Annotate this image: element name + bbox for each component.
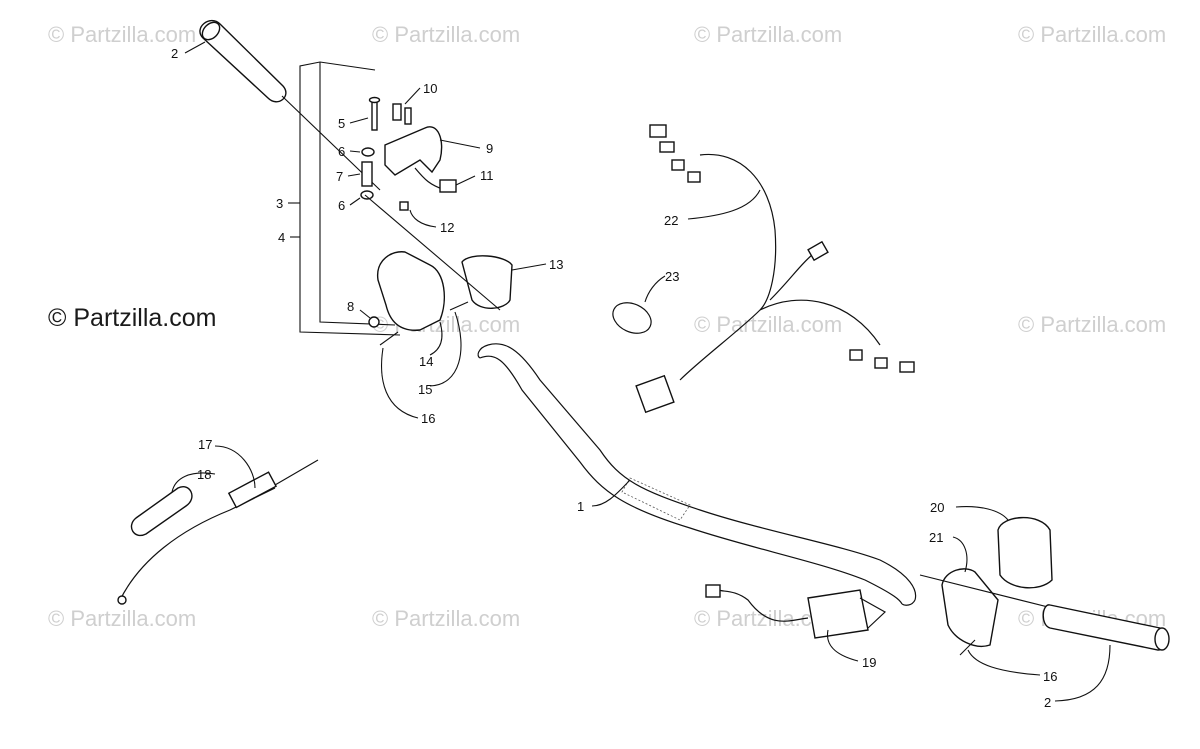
callout-14: 14 (419, 354, 433, 369)
callout-labels: 2 5 6 7 6 3 4 10 9 11 12 13 8 14 15 16 2… (171, 46, 1057, 710)
grip-heater-element (705, 584, 887, 639)
callout-1: 1 (577, 499, 584, 514)
callout-16: 16 (421, 411, 435, 426)
brand-logo-text: © Partzilla.com (48, 304, 217, 332)
watermark: © Partzilla.com (48, 22, 197, 47)
callout-22: 22 (664, 213, 678, 228)
left-switch-housing (364, 194, 513, 346)
callout-19: 19 (862, 655, 876, 670)
callout-5: 5 (338, 116, 345, 131)
throttle-cable (117, 459, 319, 605)
callout-6: 6 (338, 198, 345, 213)
callout-2: 2 (1044, 695, 1051, 710)
watermark: © Partzilla.com (48, 606, 197, 631)
callout-13: 13 (549, 257, 563, 272)
callout-10: 10 (423, 81, 437, 96)
watermark: © Partzilla.com (1018, 22, 1167, 47)
callout-17: 17 (198, 437, 212, 452)
watermark: © Partzilla.com (1018, 312, 1167, 337)
leader-lines (171, 41, 1111, 702)
callout-21: 21 (929, 530, 943, 545)
watermark: © Partzilla.com (694, 312, 843, 337)
wiring-harness (635, 124, 915, 414)
callout-15: 15 (418, 382, 432, 397)
callout-8: 8 (347, 299, 354, 314)
right-grip (1042, 604, 1170, 651)
right-switch-housing (919, 516, 1061, 656)
callout-11: 11 (480, 168, 494, 183)
callout-2: 2 (171, 46, 178, 61)
handlebar (477, 343, 917, 606)
callout-4: 4 (278, 230, 285, 245)
retaining-ring (612, 302, 652, 334)
brake-lever-parts (360, 96, 457, 211)
callout-7: 7 (336, 169, 343, 184)
callout-6: 6 (338, 144, 345, 159)
watermark: © Partzilla.com (372, 606, 521, 631)
left-grip (199, 19, 381, 191)
watermark: © Partzilla.com (372, 22, 521, 47)
callout-9: 9 (486, 141, 493, 156)
callout-16: 16 (1043, 669, 1057, 684)
callout-23: 23 (665, 269, 679, 284)
callout-20: 20 (930, 500, 944, 515)
callout-3: 3 (276, 196, 283, 211)
callout-12: 12 (440, 220, 454, 235)
watermark: © Partzilla.com (694, 22, 843, 47)
callout-18: 18 (197, 467, 211, 482)
